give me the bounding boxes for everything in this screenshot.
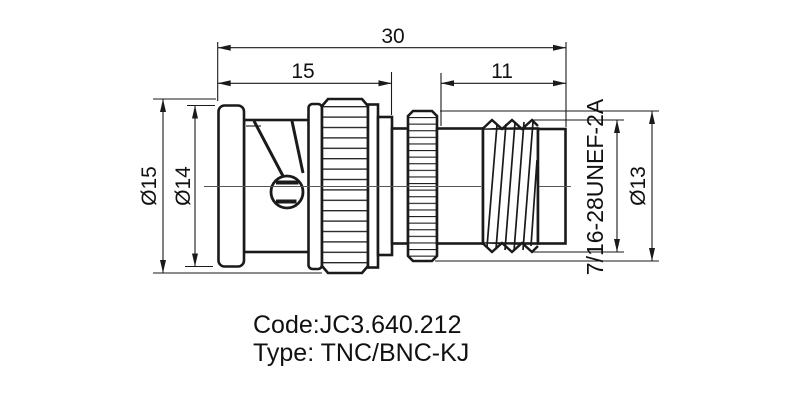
dimension-lines [160,44,655,273]
dim-label-tnc-section-length: 11 [491,60,513,83]
note-code: Code:JC3.640.212 [253,311,461,339]
dim-label-thread-spec: 7/16-28UNEF-2A [582,98,608,275]
extension-lines [153,42,659,274]
dim-label-knurl-outer-dia: Ø15 [138,166,161,206]
dim-label-tnc-knurl-dia: Ø13 [627,166,650,206]
dim-label-flange-dia: Ø14 [172,166,195,206]
thread-section [481,118,540,254]
note-type: Type: TNC/BNC-KJ [253,339,469,367]
dim-label-overall-length: 30 [381,25,404,48]
bayonet-slot-edge [290,120,305,174]
bayonet-slot-edge [252,120,285,178]
dim-label-nut-section-length: 15 [291,60,314,83]
